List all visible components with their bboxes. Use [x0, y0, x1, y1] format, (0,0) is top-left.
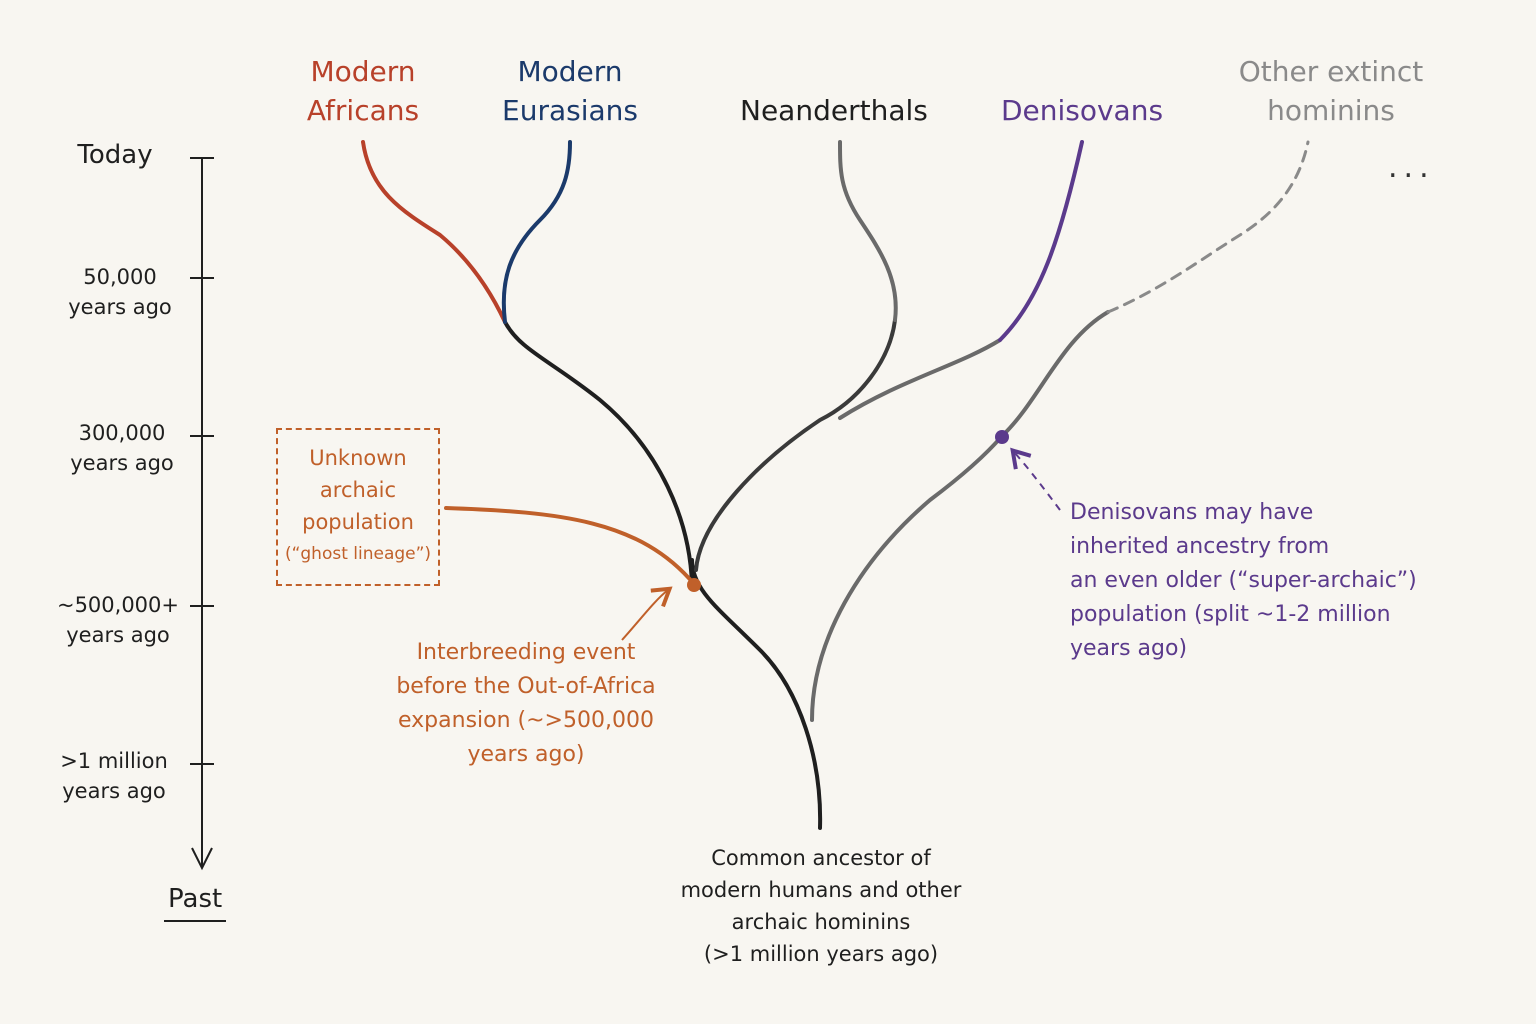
label-other-extinct-line1: Other extinct — [1238, 55, 1424, 88]
axis-label-1m-line2: years ago — [62, 779, 166, 803]
denisovan-note-line: population (split ~1-2 million — [1070, 602, 1391, 627]
label-denisovans-text: Denisovans — [1000, 94, 1164, 127]
label-neanderthals-text: Neanderthals — [740, 94, 928, 127]
label-modern-africans-line1: Modern — [310, 55, 416, 88]
axis-label-50k-line1: 50,000 — [83, 265, 157, 289]
axis-label-today-text: Today — [77, 140, 153, 170]
ghost-lineage-box: Unknown archaic population (“ghost linea… — [276, 428, 440, 586]
interbreeding-note: Interbreeding event before the Out-of-Af… — [376, 636, 676, 772]
branch-denisovans — [998, 140, 1084, 342]
branch-modern-eurasians — [501, 140, 572, 324]
axis-label-1m: >1 million years ago — [50, 746, 178, 806]
super-archaic-arrow — [1010, 447, 1061, 511]
branch-root-trunk — [690, 558, 823, 830]
super-archaic-point — [995, 430, 1009, 444]
axis-label-500k: ~500,000+ years ago — [52, 590, 184, 650]
interbreeding-note-line: years ago) — [467, 742, 585, 767]
ancestor-note-line: modern humans and other — [680, 878, 962, 902]
branch-modern-humans — [503, 320, 694, 587]
label-modern-eurasians: Modern Eurasians — [500, 52, 640, 130]
time-axis-arrowhead — [191, 847, 213, 871]
axis-label-300k: 300,000 years ago — [60, 418, 184, 478]
label-modern-africans: Modern Africans — [300, 52, 426, 130]
axis-label-50k-line2: years ago — [68, 295, 172, 319]
ghost-box-line: archaic — [319, 478, 397, 502]
label-other-extinct-line2: hominins — [1267, 94, 1395, 127]
ancestor-note-line: (>1 million years ago) — [703, 942, 939, 966]
axis-label-past: Past — [164, 884, 227, 922]
label-modern-eurasians-line1: Modern — [517, 55, 623, 88]
axis-label-500k-line2: years ago — [66, 623, 170, 647]
ghost-introgression-line — [444, 506, 696, 586]
denisovan-note-line: inherited ancestry from — [1070, 534, 1330, 559]
denisovan-note-line: Denisovans may have — [1070, 500, 1314, 525]
axis-label-300k-line1: 300,000 — [78, 421, 166, 445]
label-modern-eurasians-line2: Eurasians — [502, 94, 638, 127]
denisovan-note-line: an even older (“super-archaic”) — [1070, 568, 1417, 593]
axis-label-300k-line2: years ago — [70, 451, 174, 475]
ancestor-note-line: archaic hominins — [731, 910, 911, 934]
more-lineages-ellipsis: ... — [1388, 150, 1435, 185]
axis-label-1m-line1: >1 million — [60, 749, 168, 773]
ghost-box-line: Unknown — [309, 446, 407, 470]
denisovan-note: Denisovans may have inherited ancestry f… — [1070, 496, 1430, 666]
ancestor-note-line: Common ancestor of — [711, 846, 931, 870]
interbreeding-note-line: Interbreeding event — [416, 640, 636, 665]
label-modern-africans-line2: Africans — [306, 94, 420, 127]
interbreeding-note-line: expansion (~>500,000 — [398, 708, 654, 733]
denisovan-note-line: years ago) — [1070, 636, 1188, 661]
label-other-extinct: Other extinct hominins — [1236, 52, 1426, 130]
interbreeding-note-line: before the Out-of-Africa — [396, 674, 656, 699]
interbreeding-arrow — [621, 586, 673, 641]
branch-other-extinct-dashed — [1106, 140, 1310, 314]
branch-super-archaic — [810, 310, 1110, 722]
axis-label-50k: 50,000 years ago — [60, 262, 180, 322]
label-neanderthals: Neanderthals — [740, 91, 928, 130]
interbreeding-point — [687, 578, 701, 592]
branch-neanderthals — [838, 140, 898, 322]
branch-denisovan-stem — [838, 338, 1002, 420]
axis-label-500k-line1: ~500,000+ — [56, 593, 180, 617]
ancestor-note: Common ancestor of modern humans and oth… — [666, 842, 976, 970]
axis-label-today: Today — [60, 140, 170, 170]
label-denisovans: Denisovans — [1000, 91, 1164, 130]
ghost-box-line: population — [302, 510, 414, 534]
branch-modern-africans — [361, 140, 507, 324]
ghost-box-line: (“ghost lineage”) — [284, 544, 432, 564]
branch-archaic-split — [694, 318, 897, 572]
